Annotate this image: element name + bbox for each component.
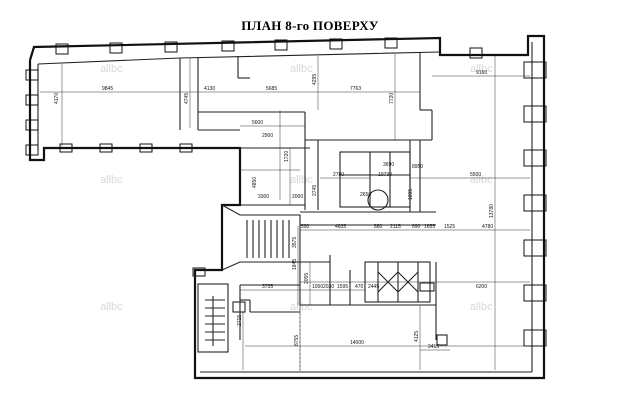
dimension-label: 4170 (54, 93, 60, 104)
dimension-label: 2000 (292, 194, 303, 200)
dimension-label: 14000 (350, 340, 364, 346)
watermark: allbc (470, 174, 493, 186)
dimension-label: 2780 (333, 172, 344, 178)
dimension-label: 1050 (312, 284, 323, 290)
dimension-label: 4130 (204, 86, 215, 92)
dimension-label: 2415 (428, 344, 439, 350)
dimension-label: 3690 (383, 162, 394, 168)
windows-top (55, 37, 483, 59)
dimension-label: 8755 (294, 335, 300, 346)
dimension-label: 4745 (184, 93, 190, 104)
dimension-lines (40, 54, 530, 372)
dimension-label: 470 (355, 284, 364, 290)
dimension-label: 4295 (312, 74, 318, 85)
dimension-label: 1525 (444, 224, 455, 230)
dimension-label: 4635 (335, 224, 346, 230)
windows-left (25, 69, 39, 156)
dimension-label: 2900 (262, 133, 273, 139)
windows-lower (59, 143, 193, 153)
outer-walls (28, 34, 546, 380)
dimension-label: 1845 (292, 259, 298, 270)
watermark: allbc (290, 174, 313, 186)
watermark: allbc (470, 301, 493, 313)
dimension-label: 4850 (252, 177, 258, 188)
watermarks: allbc allbc allbc allbc allbc allbc allb… (100, 63, 493, 313)
watermark: allbc (470, 63, 493, 75)
dimension-labels: 9845 4130 5685 7763 9160 4170 4745 4295 … (54, 70, 495, 350)
watermark: allbc (100, 174, 123, 186)
dimension-label: 5600 (252, 120, 263, 126)
dimension-label: 8950 (412, 164, 423, 170)
watermark: allbc (290, 301, 313, 313)
dimension-label: 1595 (337, 284, 348, 290)
dimension-label: 4780 (482, 224, 493, 230)
dimension-label: 690 (412, 224, 421, 230)
dimension-label: 2745 (312, 185, 318, 196)
watermark: allbc (100, 301, 123, 313)
dimension-label: 4125 (414, 331, 420, 342)
plan-title: ПЛАН 8-го ПОВЕРХУ (241, 18, 379, 33)
dimension-label: 6200 (476, 284, 487, 290)
dimension-label: 5685 (266, 86, 277, 92)
dimension-label: 13780 (489, 204, 495, 218)
watermark: allbc (290, 63, 313, 75)
dimension-label: 2650 (360, 192, 371, 198)
dimension-label: 2115 (390, 224, 401, 230)
dimension-label: 5500 (470, 172, 481, 178)
dimension-label: 1895 (408, 189, 414, 200)
dimension-label: 2030 (323, 284, 334, 290)
dimension-label: 7720 (389, 93, 395, 104)
dimension-label: 2715 (237, 315, 243, 326)
dimension-label: 3735 (262, 284, 273, 290)
windows-right (523, 61, 547, 347)
dimension-label: 3300 (258, 194, 269, 200)
dimension-label: 2445 (368, 284, 379, 290)
dimension-label: 9160 (476, 70, 487, 76)
dimension-label: 3575 (292, 237, 298, 248)
dimension-label: 1655 (424, 224, 435, 230)
dimension-label: 2055 (304, 273, 310, 284)
dimension-label: 9845 (102, 86, 113, 92)
dimension-label: 10730 (378, 172, 392, 178)
inner-structure (37, 42, 533, 373)
watermark: allbc (100, 63, 123, 75)
dimension-label: 1720 (284, 151, 290, 162)
dimension-label: 7763 (350, 86, 361, 92)
dimension-label: 590 (301, 224, 310, 230)
dimension-label: 880 (374, 224, 383, 230)
